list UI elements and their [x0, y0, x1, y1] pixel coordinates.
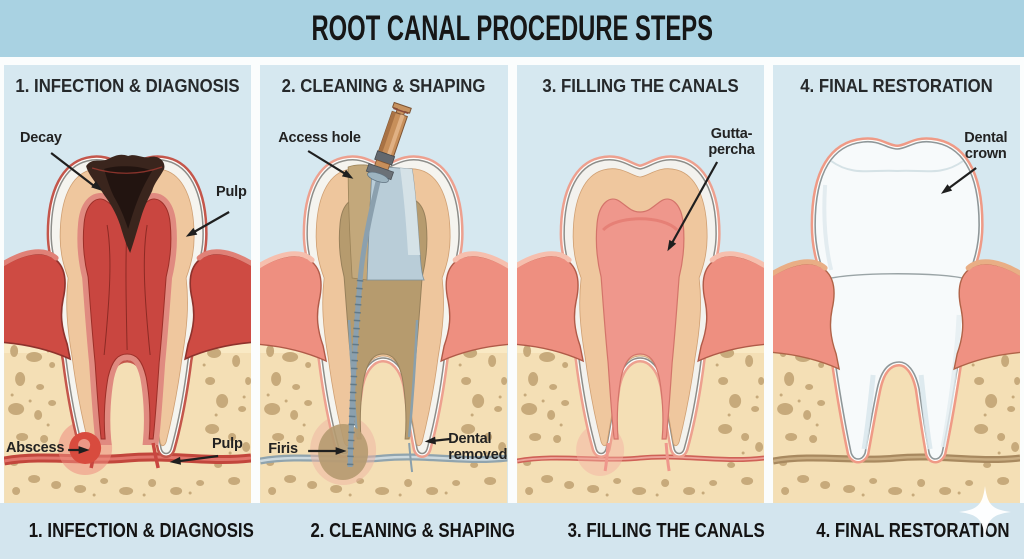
- label-dental-crown: Dental crown: [964, 130, 1008, 162]
- arrow-access-hole: [307, 150, 354, 179]
- panel-4-header-text: 4. FINAL RESTORATION: [800, 76, 993, 96]
- illustration-infected-tooth: [4, 65, 252, 503]
- panel-1-header: 1. INFECTION & DIAGNOSIS: [4, 76, 251, 97]
- page-title: ROOT CANAL PROCEDURE STEPS: [311, 8, 713, 48]
- panel-4-header: 4. FINAL RESTORATION: [773, 76, 1020, 97]
- arrow-gutta-percha: [666, 161, 718, 252]
- title-banner: ROOT CANAL PROCEDURE STEPS: [0, 0, 1024, 57]
- arrow-abscess: [68, 446, 90, 454]
- panel-3-header: 3. FILLING THE CANALS: [517, 76, 764, 97]
- panels-row: 1. INFECTION & DIAGNOSIS: [0, 65, 1024, 503]
- caption-final-restoration: 4. FINAL RESTORATION: [816, 519, 1010, 542]
- label-files: Firis: [268, 441, 298, 457]
- illustration-restored-tooth: [772, 65, 1020, 503]
- caption-strip: 1. INFECTION & DIAGNOSIS 2. CLEANING & S…: [0, 503, 1024, 559]
- illustration-cleaning-file: [260, 65, 508, 503]
- arrow-files: [308, 447, 347, 455]
- label-dental-removed: Dental removed: [448, 431, 508, 463]
- panel-1-header-text: 1. INFECTION & DIAGNOSIS: [15, 76, 240, 96]
- caption-filling-canals: 3. FILLING THE CANALS: [567, 519, 765, 542]
- label-pulp-top: Pulp: [216, 184, 247, 200]
- label-decay: Decay: [20, 130, 62, 146]
- panel-final-restoration: 4. FINAL RESTORATION: [772, 65, 1020, 503]
- label-gutta-percha: Gutta- percha: [708, 126, 755, 158]
- illustration-filled-tooth: [516, 65, 764, 503]
- endodontic-file-handle: [366, 101, 413, 183]
- label-abscess: Abscess: [6, 440, 65, 456]
- label-access-hole: Access hole: [278, 130, 361, 146]
- arrow-pulp-bottom: [169, 454, 219, 465]
- label-pulp-bottom: Pulp: [212, 436, 243, 452]
- panel-2-header: 2. CLEANING & SHAPING: [260, 76, 507, 97]
- arrow-decay: [50, 152, 103, 191]
- caption-infection-diagnosis: 1. INFECTION & DIAGNOSIS: [28, 519, 254, 542]
- sparkle-icon: [955, 482, 1015, 542]
- arrow-dental-removed: [424, 436, 451, 445]
- arrow-pulp-top: [185, 211, 230, 237]
- panel-3-header-text: 3. FILLING THE CANALS: [542, 76, 739, 96]
- arrow-dental-crown: [940, 167, 977, 194]
- caption-cleaning-shaping: 2. CLEANING & SHAPING: [309, 519, 515, 542]
- panel-filling-canals: 3. FILLING THE CANALS: [516, 65, 764, 503]
- panel-2-header-text: 2. CLEANING & SHAPING: [282, 76, 486, 96]
- panel-cleaning-shaping: 2. CLEANING & SHAPING: [260, 65, 508, 503]
- panel-infection-diagnosis: 1. INFECTION & DIAGNOSIS: [4, 65, 252, 503]
